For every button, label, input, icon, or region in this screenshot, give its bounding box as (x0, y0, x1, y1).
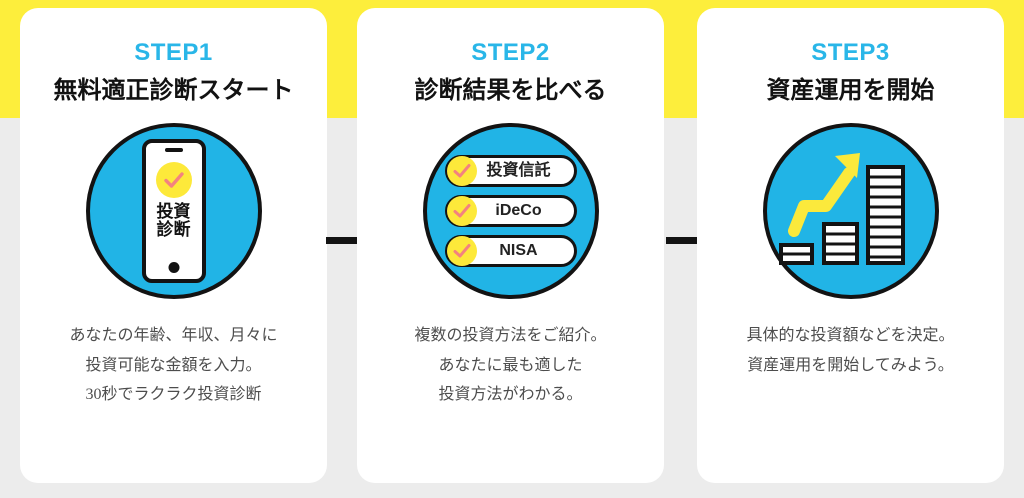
phone-screen-line-2: 診断 (156, 220, 191, 240)
phone-screen-text: 投資 診断 (146, 202, 202, 240)
option-pill-label: NISA (499, 242, 538, 259)
upward-arrow-icon (787, 153, 860, 237)
growth-chart-icon (762, 123, 939, 299)
phone-speaker-icon (164, 148, 183, 152)
compare-options-icon: 投資信託 iDeCo NISA (422, 123, 599, 299)
step-description-2: 複数の投資方法をご紹介。 あなたに最も適した 投資方法がわかる。 (414, 321, 606, 410)
phone-diagnosis-icon: 投資 診断 (85, 123, 262, 299)
step-label-2: STEP2 (471, 39, 550, 66)
check-icon (446, 236, 477, 266)
description-line: 投資方法がわかる。 (438, 386, 583, 404)
phone-screen-line-1: 投資 (156, 202, 191, 221)
growth-chart-svg (778, 153, 905, 265)
step-title-2: 診断結果を比べる (414, 77, 607, 104)
description-line: あなたの年齢、年収、月々に (69, 327, 278, 344)
step-card-2[interactable]: STEP2 診断結果を比べる 投資信託 (357, 8, 664, 483)
option-pill-label: iDeCo (495, 202, 542, 219)
chart-bar-3 (865, 165, 905, 265)
description-line: 資産運用を開始してみよう。 (747, 356, 954, 374)
option-pill-ideco: iDeCo (444, 195, 577, 227)
description-line: 投資可能な金額を入力。 (85, 356, 262, 374)
connector-step2-step3 (666, 237, 697, 244)
option-pill-label: 投資信託 (486, 162, 551, 179)
description-line: あなたに最も適した (438, 356, 583, 374)
chart-bar-2 (821, 222, 859, 265)
option-pill-toushishintaku: 投資信託 (444, 155, 577, 187)
step-card-1[interactable]: STEP1 無料適正診断スタート 投資 診断 あなたの年齢、年収、月々に (20, 8, 327, 483)
option-pill-list: 投資信託 iDeCo NISA (444, 155, 577, 267)
description-line: 30秒でラクラク投資診断 (85, 386, 262, 404)
phone-home-button-icon (168, 262, 179, 273)
step-description-1: あなたの年齢、年収、月々に 投資可能な金額を入力。 30秒でラクラク投資診断 (69, 321, 277, 410)
connector-step1-step2 (326, 237, 357, 244)
step-title-1: 無料適正診断スタート (53, 77, 294, 104)
icon-circle-3 (762, 123, 939, 299)
option-pill-nisa: NISA (444, 235, 577, 267)
description-line: 複数の投資方法をご紹介。 (414, 327, 607, 344)
phone-shape: 投資 診断 (141, 139, 206, 283)
step-description-3: 具体的な投資額などを決定。 資産運用を開始してみよう。 (746, 321, 954, 380)
step-title-3: 資産運用を開始 (766, 77, 935, 104)
chart-bar-1 (778, 243, 814, 265)
step-card-3[interactable]: STEP3 資産運用を開始 (697, 8, 1004, 483)
step-label-1: STEP1 (134, 39, 213, 66)
description-line: 具体的な投資額などを決定。 (746, 327, 955, 344)
check-icon (446, 156, 477, 186)
step-label-3: STEP3 (811, 39, 890, 66)
check-icon (446, 196, 477, 226)
check-icon (155, 162, 192, 198)
